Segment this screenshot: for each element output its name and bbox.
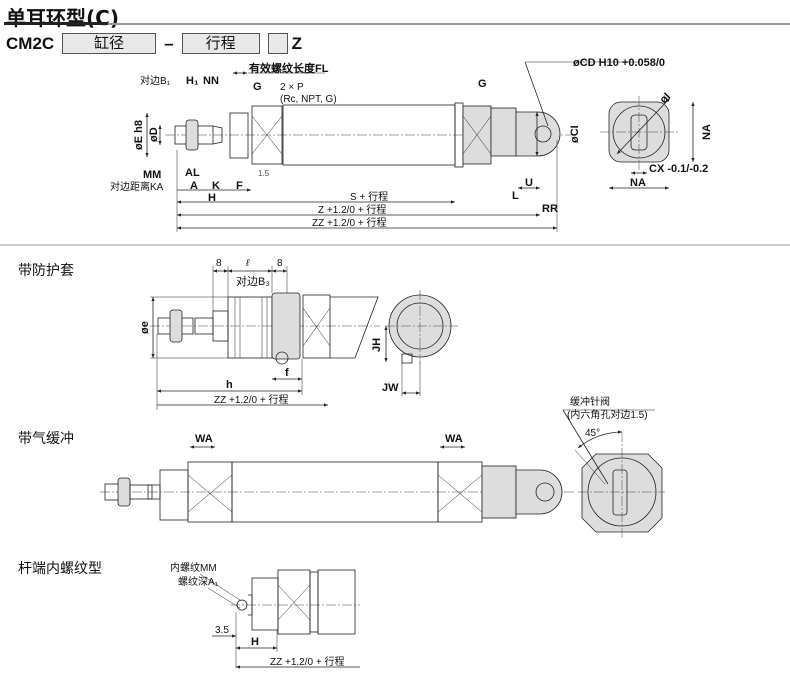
s-dim: S + 行程	[350, 190, 388, 203]
g-label: G	[253, 81, 262, 93]
rr-label: RR	[542, 203, 558, 215]
boot-h-label: h	[226, 379, 233, 391]
f-label: F	[236, 180, 243, 192]
fl-label: 有效螺纹长度FL	[249, 61, 329, 75]
ci-label: øCI	[569, 125, 581, 143]
female-mm-label: 内螺纹MM	[170, 561, 217, 574]
a-label: A	[190, 180, 198, 192]
model-code: CM2C 缸径 – 行程 Z	[6, 33, 302, 54]
angle-label: 45°	[585, 428, 600, 439]
al-label: AL	[185, 167, 200, 179]
female-a1-label: 螺纹深A₁	[178, 575, 219, 588]
na-vertical-label: NA	[701, 124, 713, 140]
section-divider	[0, 244, 790, 246]
cushion-drawing	[100, 409, 665, 540]
needle-valve-note: (内六角孔对边1.5)	[567, 408, 648, 421]
section-title-boot: 带防护套	[18, 263, 74, 279]
title-rule	[108, 23, 790, 25]
boot-e-label: øe	[139, 321, 151, 334]
female-zz-dim: ZZ +1.2/0 + 行程	[270, 655, 344, 668]
z-dim: Z +1.2/0 + 行程	[318, 203, 386, 216]
h-label: H	[208, 192, 216, 204]
boot-f-label: f	[285, 367, 289, 379]
jh-label: JH	[371, 338, 383, 352]
wa-right-label: WA	[445, 433, 463, 445]
u-label: U	[525, 177, 533, 189]
gap-label: 1.5	[258, 169, 270, 178]
model-prefix: CM2C	[6, 33, 55, 53]
boot-dim-8-left: 8	[216, 258, 222, 269]
section-title-cushion: 带气缓冲	[18, 431, 74, 447]
needle-valve-label: 缓冲针阀	[570, 395, 610, 408]
main-cylinder-drawing	[145, 61, 640, 232]
wa-left-label: WA	[195, 433, 213, 445]
section-title-female: 杆端内螺纹型	[18, 561, 102, 577]
d-label: øD	[148, 127, 160, 142]
nn-label: NN	[203, 75, 219, 87]
h1-label: H₁	[186, 75, 199, 87]
stroke-box: 行程	[181, 33, 260, 54]
na-horizontal-label: NA	[630, 177, 646, 189]
suffix-box	[267, 33, 288, 54]
jw-label: JW	[382, 382, 399, 394]
port-label: 2 × P	[280, 82, 304, 93]
ka-label: 对边距离KA	[110, 180, 164, 193]
cx-label: CX -0.1/-0.2	[649, 163, 708, 175]
boot-dim-l: ℓ	[245, 258, 250, 269]
boot-drawing	[150, 266, 458, 410]
g-right-label: G	[478, 78, 487, 90]
main-end-view	[600, 96, 695, 190]
boot-dim-8-right: 8	[277, 258, 283, 269]
title-underline	[4, 22, 108, 25]
model-dash: –	[164, 33, 174, 53]
page-title: 单耳环型(C)	[6, 6, 119, 30]
cd-label: øCD H10 +0.058/0	[573, 57, 665, 69]
model-suffix: Z	[291, 33, 303, 53]
female-h-label: H	[251, 636, 259, 648]
boot-zz-dim: ZZ +1.2/0 + 行程	[214, 393, 288, 406]
e-label: øE h8	[133, 120, 145, 150]
l-label: L	[512, 190, 519, 202]
female-dim-3-5: 3.5	[215, 625, 229, 636]
b3-label: 对边B₃	[236, 274, 270, 288]
zz-dim: ZZ +1.2/0 + 行程	[312, 216, 386, 229]
b1-label: 对边B₁	[140, 74, 171, 87]
port-types: (Rc, NPT, G)	[280, 94, 337, 105]
female-thread-drawing	[199, 569, 360, 669]
mm-label: MM	[143, 169, 161, 181]
bore-box: 缸径	[62, 33, 157, 54]
k-label: K	[212, 180, 220, 192]
